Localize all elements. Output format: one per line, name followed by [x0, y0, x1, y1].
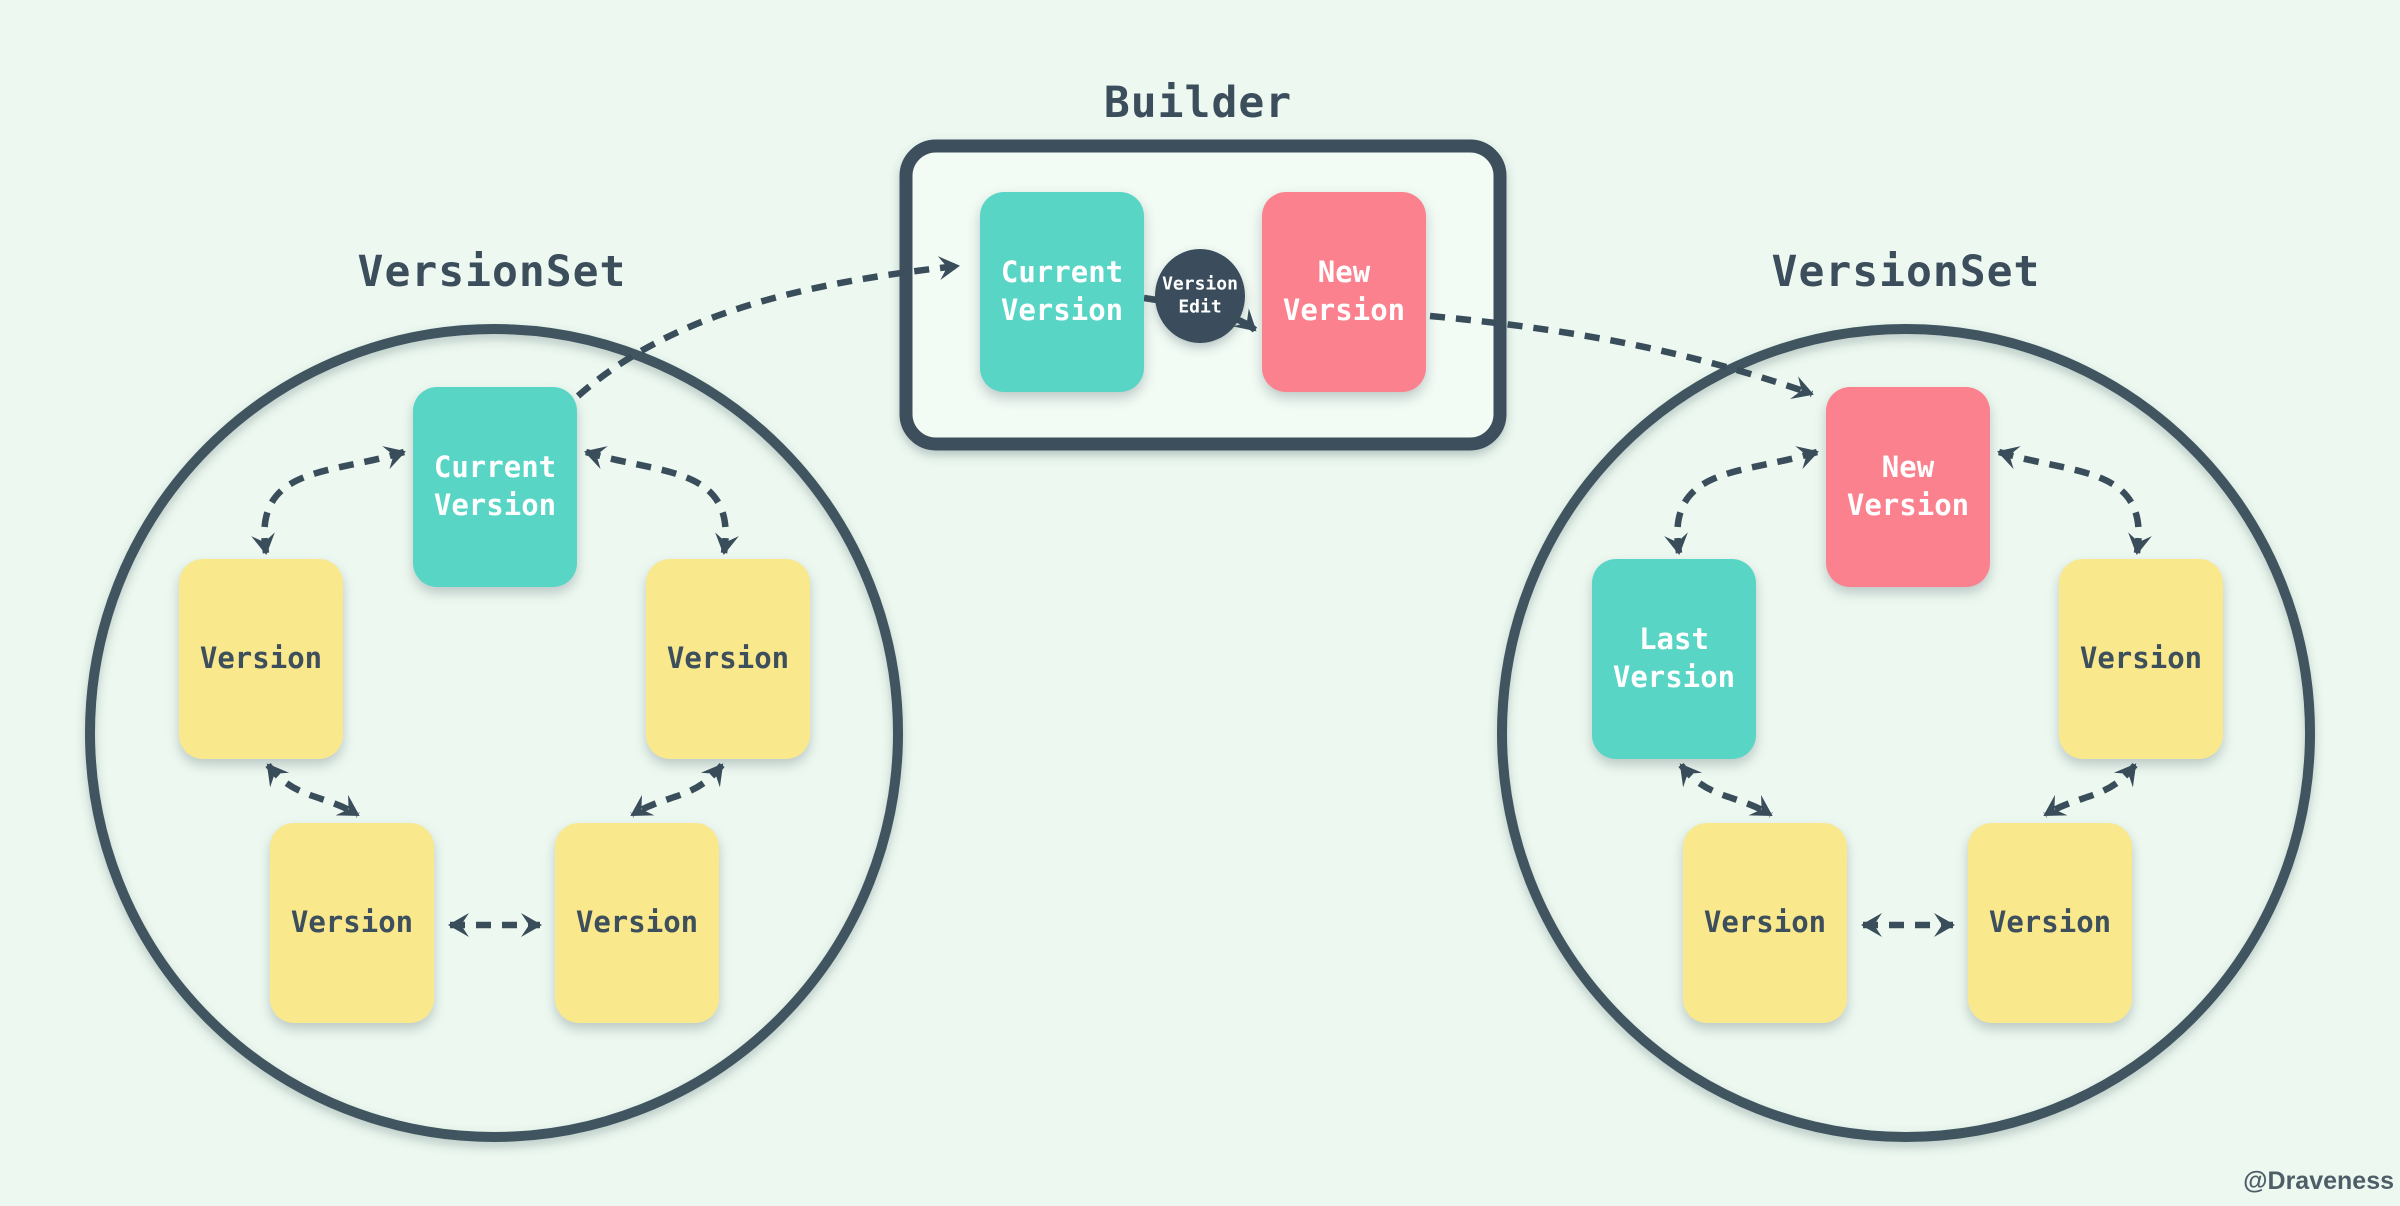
version-label: Version	[2079, 641, 2203, 676]
arrow-edit-to-new	[1229, 308, 1258, 333]
connector-right-last-v2	[1678, 762, 1773, 818]
left-version-bottom-left-box: Version	[270, 823, 434, 1023]
connector-left-v2-v4	[630, 762, 725, 818]
connector-right-v1-new	[1997, 446, 2152, 555]
right-new-version-label: New Version	[1846, 450, 1970, 522]
right-versionset-title: VersionSet	[1771, 247, 2041, 297]
version-label: Version	[1703, 905, 1827, 940]
left-version-mid-right-box: Version	[646, 559, 810, 759]
right-new-version-box: New Version	[1826, 387, 1990, 587]
version-edit-label: Version Edit	[1162, 273, 1238, 318]
right-version-bottom-left-box: Version	[1683, 823, 1847, 1023]
builder-new-version-box: New Version	[1262, 192, 1426, 392]
left-current-version-label: Current Version	[433, 450, 557, 522]
arrow-builder-to-new-version	[1429, 312, 1814, 400]
connector-right-last-new	[1664, 446, 1819, 555]
right-last-version-box: Last Version	[1592, 559, 1756, 759]
builder-new-version-label: New Version	[1282, 255, 1406, 327]
builder-current-version-label: Current Version	[1000, 255, 1124, 327]
version-label: Version	[290, 905, 414, 940]
version-label: Version	[199, 641, 323, 676]
version-label: Version	[575, 905, 699, 940]
version-label: Version	[1988, 905, 2112, 940]
watermark: @Draveness	[2243, 1167, 2394, 1195]
connector-left-v1-v3	[265, 762, 360, 818]
left-version-mid-left-box: Version	[179, 559, 343, 759]
right-versionset-circle	[1497, 324, 2315, 1142]
connector-left-v2-current	[584, 446, 739, 555]
left-versionset-title: VersionSet	[357, 247, 627, 297]
arrow-current-to-builder	[575, 256, 960, 399]
connector-left-v1-current	[251, 446, 406, 555]
left-version-bottom-right-box: Version	[555, 823, 719, 1023]
connector-right-v2-v3	[2043, 762, 2138, 818]
builder-title: Builder	[1103, 78, 1293, 128]
version-edit-circle	[1155, 249, 1245, 343]
right-last-version-label: Last Version	[1612, 622, 1736, 694]
version-label: Version	[666, 641, 790, 676]
left-current-version-box: Current Version	[413, 387, 577, 587]
right-version-mid-right-box: Version	[2059, 559, 2223, 759]
link-current-to-edit	[1143, 294, 1158, 304]
right-version-bottom-right-box: Version	[1968, 823, 2132, 1023]
builder-current-version-box: Current Version	[980, 192, 1144, 392]
left-versionset-circle	[85, 324, 903, 1142]
